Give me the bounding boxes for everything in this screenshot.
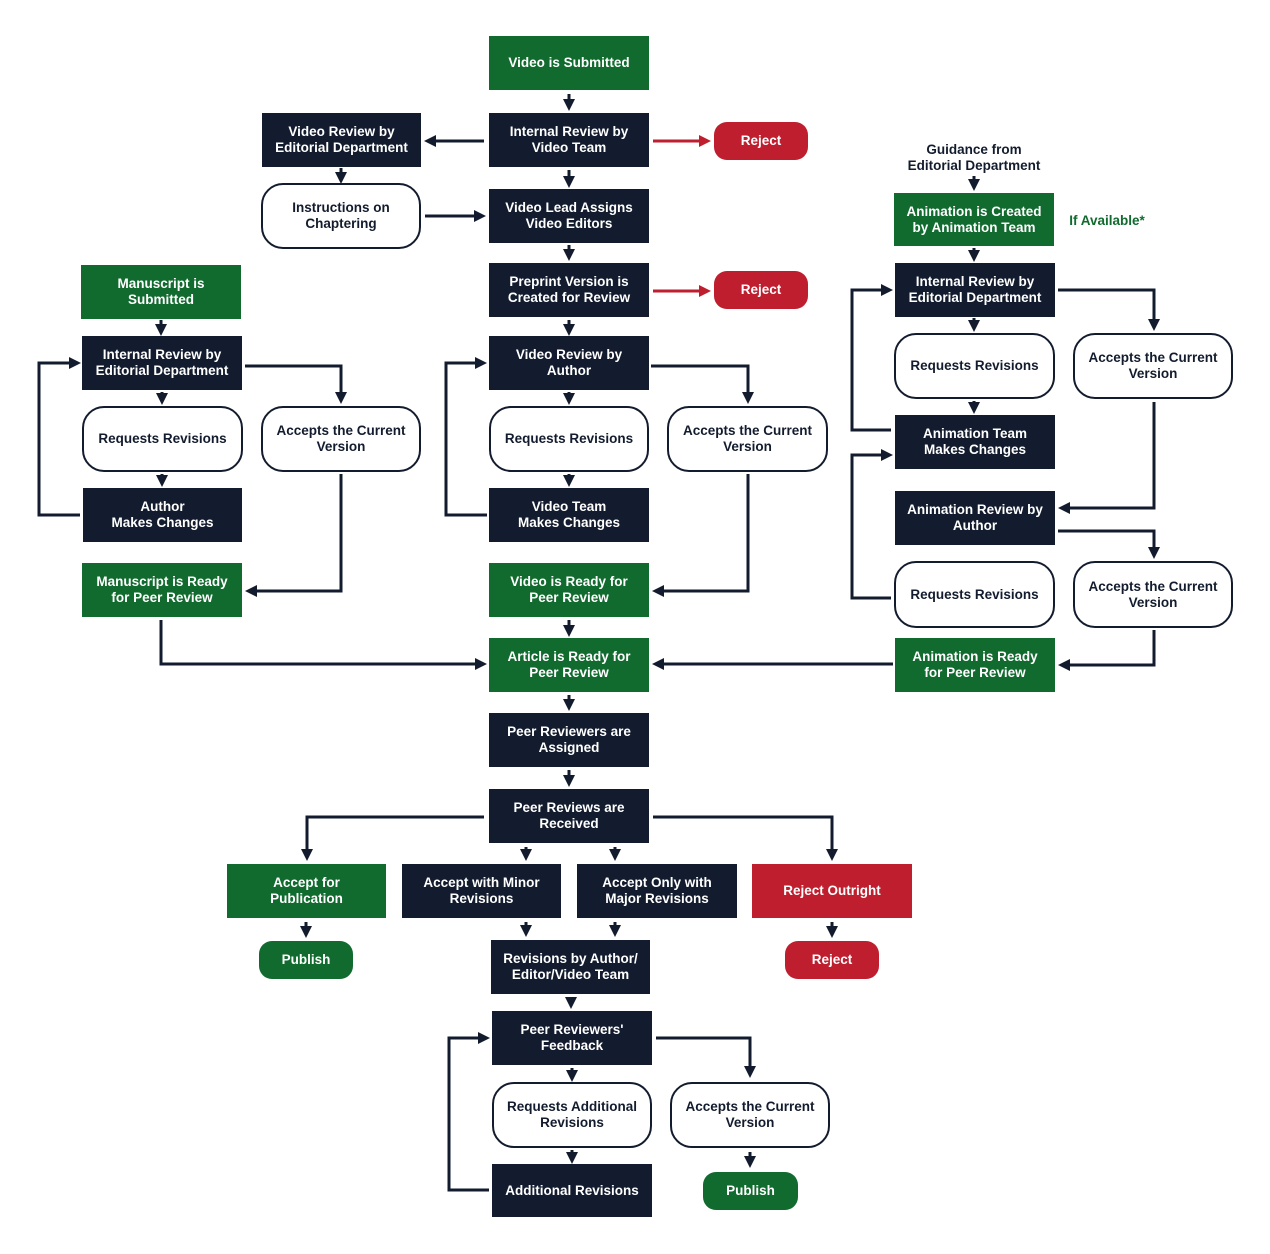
animation-requests-revisions-node-1: Requests Revisions	[894, 333, 1055, 399]
arrow-feedback-accept	[656, 1036, 756, 1078]
peer-reviewers-assigned-node: Peer Reviewers are Assigned	[489, 713, 649, 767]
animation-author-review-node: Animation Review by Author	[895, 491, 1055, 545]
publish-node-1: Publish	[259, 941, 353, 979]
arrow-man-article	[159, 620, 487, 670]
accept-minor-node: Accept with Minor Revisions	[402, 864, 561, 918]
arrow-man-accept	[245, 364, 347, 404]
reject-node-2: Reject	[714, 271, 808, 309]
animation-team-changes-node: Animation Team Makes Changes	[895, 415, 1055, 469]
animation-accepts-version-node-2: Accepts the Current Version	[1073, 561, 1233, 628]
video-internal-review-node: Internal Review by Video Team	[489, 113, 649, 167]
revisions-by-node: Revisions by Author/ Editor/Video Team	[491, 940, 650, 994]
video-ready-node: Video is Ready for Peer Review	[489, 563, 649, 617]
arrow-peer-left	[301, 815, 484, 861]
manuscript-internal-review-node: Internal Review by Editorial Department	[82, 336, 242, 390]
if-available-note: If Available*	[1069, 213, 1145, 228]
reject-outright-node: Reject Outright	[752, 864, 912, 918]
arrow-additional-loop	[447, 1032, 490, 1192]
preprint-version-node: Preprint Version is Created for Review	[489, 263, 649, 317]
arrow-anim-loop-1	[850, 284, 893, 432]
arrow-anim-accept-1	[1058, 288, 1160, 331]
reject-node-3: Reject	[785, 941, 879, 979]
arrow-peer-right	[653, 815, 838, 861]
arrow-video-loop	[444, 357, 487, 517]
video-team-changes-node: Video Team Makes Changes	[489, 488, 649, 542]
video-lead-assigns-node: Video Lead Assigns Video Editors	[489, 189, 649, 243]
peer-reviews-received-node: Peer Reviews are Received	[489, 789, 649, 843]
author-changes-node: Author Makes Changes	[83, 488, 242, 542]
manuscript-submitted-node: Manuscript is Submitted	[81, 265, 241, 319]
video-submitted-node: Video is Submitted	[489, 36, 649, 90]
peer-feedback-node: Peer Reviewers' Feedback	[492, 1011, 652, 1065]
manuscript-requests-revisions-node: Requests Revisions	[82, 406, 243, 472]
arrow-anim-accept-to-review	[1058, 402, 1156, 514]
guidance-label: Guidance from Editorial Department	[907, 142, 1041, 173]
video-author-review-node: Video Review by Author	[489, 336, 649, 390]
video-accepts-version-node: Accepts the Current Version	[667, 406, 828, 472]
animation-requests-revisions-node-2: Requests Revisions	[894, 561, 1055, 628]
accept-publication-node: Accept for Publication	[227, 864, 386, 918]
video-editorial-review-node: Video Review by Editorial Department	[262, 113, 421, 167]
arrow-anim-accept-2	[1058, 529, 1160, 559]
arrow-man-ready	[245, 474, 343, 597]
animation-created-node: Animation is Created by Animation Team	[894, 193, 1054, 246]
video-requests-revisions-node: Requests Revisions	[489, 406, 649, 472]
accept-major-node: Accept Only with Major Revisions	[577, 864, 737, 918]
additional-revisions-node: Additional Revisions	[492, 1164, 652, 1217]
animation-accepts-version-node-1: Accepts the Current Version	[1073, 333, 1233, 399]
arrow-man-loop	[37, 357, 81, 517]
animation-internal-review-node: Internal Review by Editorial Department	[895, 263, 1055, 317]
manuscript-ready-node: Manuscript is Ready for Peer Review	[82, 563, 242, 617]
arrow-video-accept	[651, 364, 754, 404]
peer-accepts-version-node: Accepts the Current Version	[670, 1082, 830, 1148]
animation-ready-node: Animation is Ready for Peer Review	[895, 638, 1055, 692]
publish-node-2: Publish	[703, 1172, 798, 1210]
reject-node-1: Reject	[714, 122, 808, 160]
requests-additional-revisions-node: Requests Additional Revisions	[492, 1082, 652, 1148]
arrow-video-ready	[652, 474, 750, 597]
arrow-anim-ready	[1058, 630, 1156, 671]
arrow-anim-loop-2	[850, 449, 893, 600]
manuscript-accepts-version-node: Accepts the Current Version	[261, 406, 421, 472]
chaptering-instructions-node: Instructions on Chaptering	[261, 183, 421, 249]
article-ready-node: Article is Ready for Peer Review	[489, 638, 649, 692]
